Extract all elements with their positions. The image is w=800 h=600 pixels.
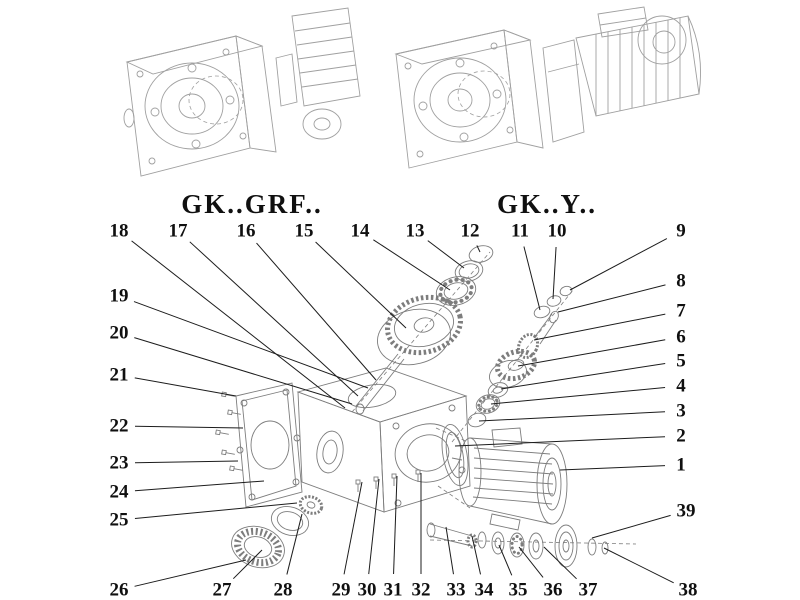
gearbox-grf-drawing [123, 7, 361, 177]
mounting-flange-drawing [235, 382, 303, 508]
part-number-1: 1 [676, 455, 686, 476]
leader-line-37 [543, 546, 577, 580]
part-number-7: 7 [676, 301, 686, 322]
part-number-27: 27 [213, 580, 233, 600]
part-number-13: 13 [406, 221, 425, 242]
leader-line-10 [552, 246, 557, 300]
part-number-30: 30 [358, 580, 377, 600]
cover-bolts-drawing [355, 469, 421, 492]
output-shaft-kit-drawing [426, 522, 609, 568]
leader-line-12 [476, 245, 481, 253]
variant-label-y: GK..Y.. [497, 189, 597, 219]
part-number-6: 6 [676, 327, 686, 348]
motor-drawing [575, 6, 701, 117]
part-number-25: 25 [110, 510, 129, 531]
part-number-33: 33 [447, 580, 466, 600]
leader-line-38 [603, 547, 674, 584]
leader-line-24 [134, 480, 265, 492]
leader-line-36 [518, 546, 544, 578]
part-number-15: 15 [295, 221, 314, 242]
part-number-24: 24 [110, 482, 130, 503]
part-number-38: 38 [679, 580, 698, 600]
leader-line-2 [454, 436, 666, 447]
part-number-39: 39 [677, 501, 696, 522]
leader-line-23 [134, 460, 239, 464]
exploded-view-drawing [215, 245, 637, 569]
leader-line-5 [500, 362, 666, 390]
leader-line-28 [286, 513, 303, 575]
part-number-37: 37 [579, 580, 599, 600]
part-number-2: 2 [676, 426, 686, 447]
part-number-8: 8 [676, 271, 686, 292]
part-number-10: 10 [548, 221, 567, 242]
part-number-26: 26 [110, 580, 129, 600]
pinion-stack-drawing [467, 285, 573, 428]
motor-exploded-drawing [451, 427, 568, 531]
leader-line-17 [189, 241, 359, 397]
leader-line-15 [315, 241, 407, 329]
part-number-9: 9 [676, 221, 686, 242]
part-number-5: 5 [676, 351, 686, 372]
part-number-36: 36 [544, 580, 563, 600]
gear-housing-drawing [296, 367, 471, 513]
leader-line-30 [368, 478, 380, 575]
part-number-35: 35 [509, 580, 528, 600]
leader-line-9 [569, 238, 668, 291]
leader-line-14 [373, 239, 451, 291]
part-number-31: 31 [384, 580, 403, 600]
gearbox-y-drawing [394, 6, 701, 169]
part-number-21: 21 [110, 365, 129, 386]
leader-line-34 [471, 535, 482, 575]
leader-line-8 [557, 284, 666, 313]
leader-line-4 [490, 387, 666, 405]
leader-line-21 [134, 377, 237, 397]
leader-line-29 [343, 481, 363, 575]
leader-line-26 [134, 559, 247, 587]
leader-line-25 [134, 502, 298, 519]
part-number-28: 28 [274, 580, 293, 600]
part-number-19: 19 [110, 286, 129, 307]
part-number-14: 14 [351, 221, 371, 242]
leader-line-6 [517, 339, 666, 367]
leader-line-27 [232, 549, 263, 580]
part-number-23: 23 [110, 453, 129, 474]
leader-line-31 [393, 475, 398, 575]
part-number-34: 34 [475, 580, 495, 600]
leader-line-22 [134, 425, 244, 429]
leader-line-18 [131, 240, 346, 409]
seal-ring-set-drawing [231, 495, 324, 569]
leader-line-16 [256, 242, 377, 381]
part-number-3: 3 [676, 401, 686, 422]
part-number-29: 29 [332, 580, 351, 600]
part-number-17: 17 [169, 221, 189, 242]
part-number-12: 12 [461, 221, 480, 242]
gear-stack-drawing [355, 245, 494, 415]
leader-line-13 [427, 240, 465, 269]
leader-line-11 [523, 246, 541, 311]
part-number-20: 20 [110, 323, 129, 344]
leader-line-39 [591, 514, 671, 539]
leader-line-19 [133, 301, 369, 389]
variant-label-grf: GK..GRF.. [181, 189, 323, 219]
part-number-22: 22 [110, 416, 129, 437]
leader-line-33 [445, 526, 454, 575]
leader-line-3 [478, 411, 666, 422]
part-number-18: 18 [110, 221, 129, 242]
part-number-16: 16 [237, 221, 256, 242]
leader-line-20 [134, 337, 353, 405]
part-number-32: 32 [412, 580, 431, 600]
part-number-11: 11 [511, 221, 529, 242]
part-number-4: 4 [676, 376, 686, 397]
leader-line-1 [559, 465, 666, 471]
leader-line-7 [533, 313, 666, 341]
leader-line-35 [498, 544, 513, 576]
